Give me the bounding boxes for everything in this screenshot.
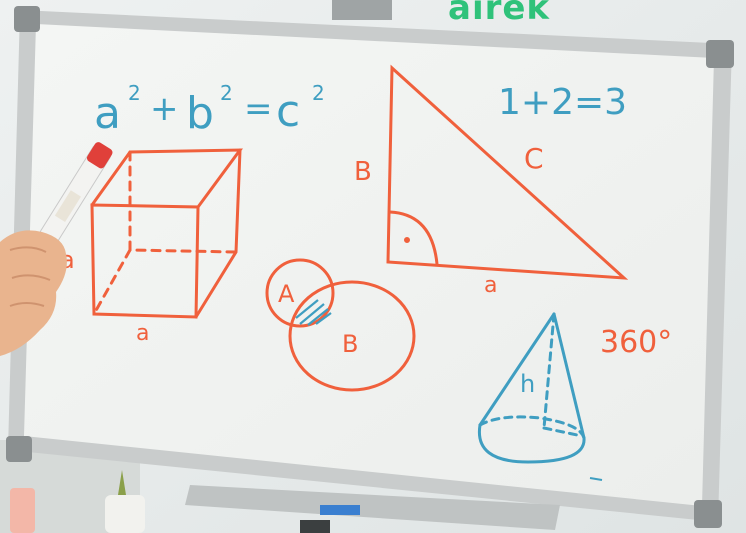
- formula-exp-a: 2: [128, 81, 141, 105]
- triangle-bottom-label: a: [484, 273, 497, 298]
- formula-a: a: [94, 88, 121, 139]
- frame-corner-bottom-left: [6, 436, 32, 462]
- right-triangle: [386, 64, 629, 280]
- pythagoras-formula: a 2 + b 2 = c 2: [94, 81, 325, 139]
- brand-logo: airek: [448, 0, 551, 28]
- stray-mark: [589, 477, 603, 481]
- plant-pot: [105, 495, 145, 533]
- tray-marker: [320, 505, 360, 515]
- triangle-left-label: B: [354, 157, 372, 187]
- easel-stand: [300, 520, 330, 533]
- frame-corner-top-left: [14, 6, 40, 32]
- cube-drawing: [90, 148, 244, 319]
- whiteboard: [6, 0, 734, 533]
- board-clip: [332, 0, 392, 20]
- frame-corner-top-right: [706, 40, 734, 68]
- cone-drawing: [477, 312, 586, 464]
- venn-label-a: A: [278, 280, 295, 308]
- formula-b: b: [186, 88, 214, 139]
- board-surface: [24, 24, 714, 506]
- formula-exp-c: 2: [312, 81, 325, 105]
- formula-c: c: [276, 86, 300, 137]
- frame-corner-bottom-right: [694, 500, 722, 528]
- formula-plus: +: [150, 89, 179, 129]
- formula-equals: =: [244, 89, 273, 129]
- plant: [118, 470, 126, 495]
- venn-diagram: [265, 258, 416, 392]
- marker: [39, 142, 113, 245]
- angle-label: 360°: [600, 325, 672, 360]
- marker-tray: [185, 485, 560, 530]
- formula-exp-b: 2: [220, 81, 233, 105]
- venn-intersection-hatch: [295, 299, 332, 326]
- cube-bottom-label: a: [136, 321, 149, 346]
- triangle-hyp-label: C: [524, 142, 544, 175]
- cone-height-label: h: [520, 370, 535, 398]
- cup: [10, 488, 35, 533]
- venn-label-b: B: [342, 330, 358, 358]
- hand-with-marker: [0, 142, 113, 356]
- sum-formula: 1+2=3: [498, 82, 627, 123]
